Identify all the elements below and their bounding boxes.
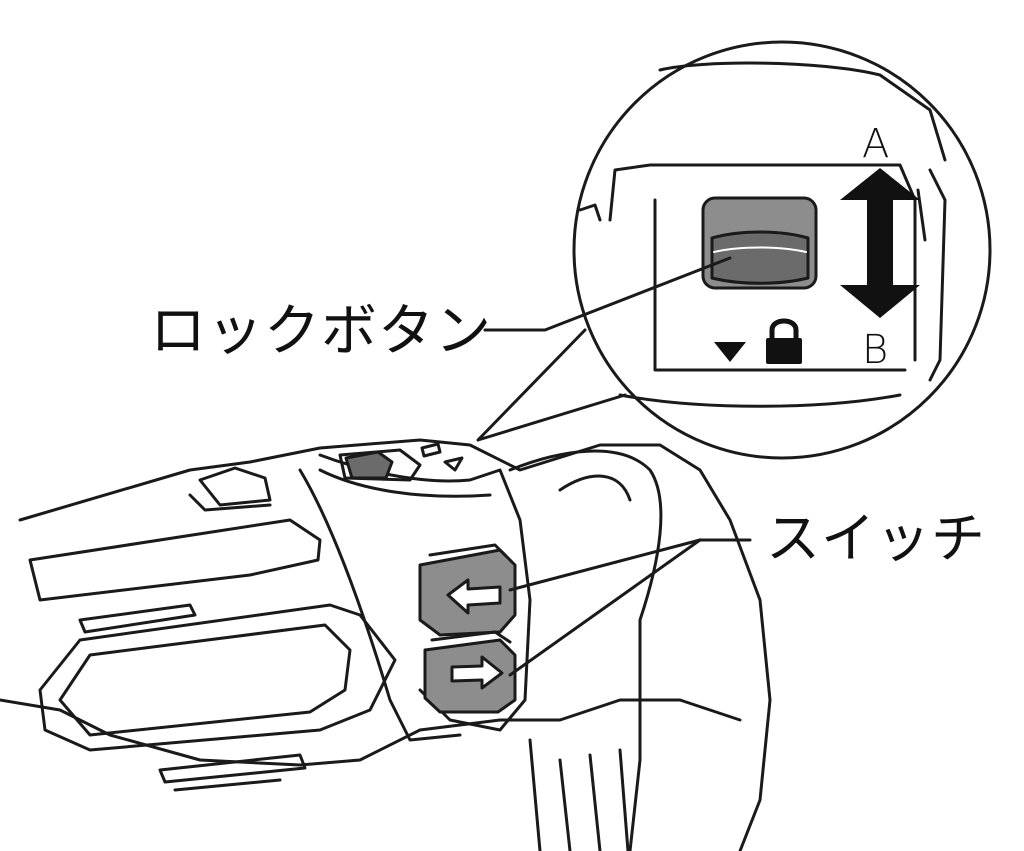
- tool-handle-lines: [528, 738, 630, 851]
- inset-housing-frame: [608, 163, 917, 362]
- triangle-down-icon: [714, 342, 746, 362]
- double-arrow-vertical-icon: [840, 168, 920, 318]
- inset-housing-bottom: [618, 393, 902, 408]
- lock-icon: [766, 318, 802, 364]
- switch-leader-upper: [508, 538, 752, 592]
- tool-bottom-bars: [158, 753, 307, 792]
- tool-small-triangle: [443, 456, 464, 472]
- inset-housing-top: [658, 61, 947, 162]
- callout-pointer-lines: [476, 328, 627, 442]
- tool-top-ridge: [198, 466, 272, 507]
- tool-lock-slider: [344, 450, 394, 480]
- tool-grip-inner: [58, 623, 352, 737]
- switch-leader-lower: [508, 538, 702, 677]
- inset-side-detail: [916, 168, 947, 382]
- tool-small-marker: [420, 442, 442, 458]
- tool-handle: [508, 449, 663, 851]
- position-b-label: B: [862, 327, 889, 373]
- arrow-right-icon: [450, 655, 504, 690]
- inset-lock-button-slider: [710, 230, 810, 285]
- inset-left-detail: [578, 203, 602, 222]
- lock-button-label: ロックボタン: [150, 299, 492, 364]
- switch-label: スイッチ: [766, 507, 986, 570]
- position-a-label: A: [862, 121, 890, 167]
- tool-collar-inner: [318, 468, 492, 498]
- lock-button-leader: [483, 256, 732, 332]
- inset-lock-button-ridge: [713, 246, 807, 253]
- callout-pointer: [478, 330, 620, 440]
- arrow-left-icon: [446, 578, 502, 615]
- tool-housing-outline: [18, 438, 772, 851]
- tool-side-panel: [28, 518, 322, 602]
- tool-slot: [78, 603, 197, 634]
- tool-grip-panel: [38, 603, 397, 752]
- tool-handle-inner: [558, 474, 632, 502]
- inset-housing-frame-2: [653, 198, 907, 372]
- tool-top-ridge-2: [188, 493, 272, 512]
- tool-lock-slider-housing: [338, 448, 422, 482]
- tool-housing-lower: [0, 698, 742, 767]
- tool-collar-edge: [298, 468, 462, 742]
